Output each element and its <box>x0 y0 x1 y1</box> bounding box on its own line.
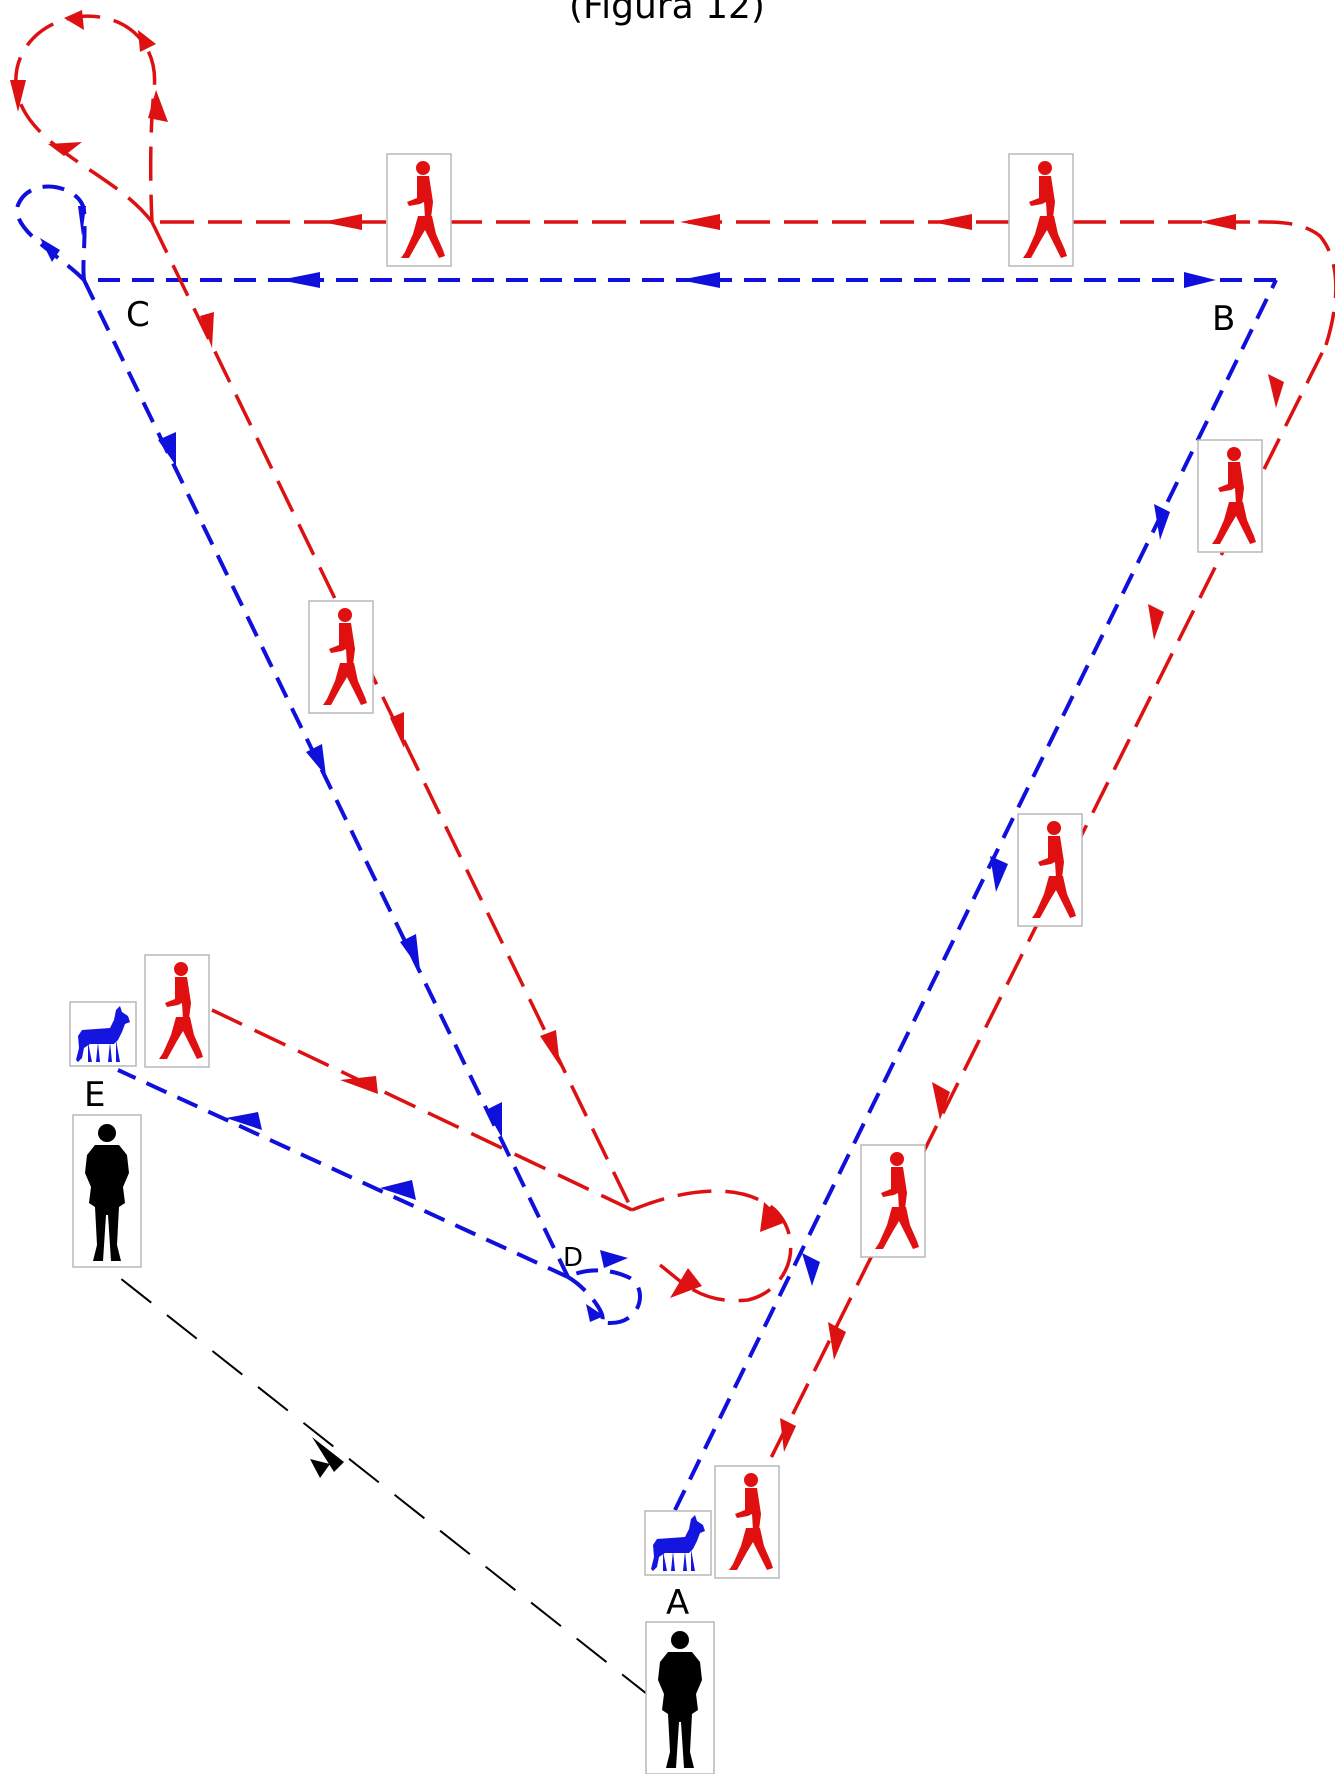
handler-path-arrows <box>10 10 1284 1452</box>
dog-path <box>15 184 1278 1511</box>
walking-person-icon <box>1017 813 1083 927</box>
walking-person-icon <box>1008 153 1074 267</box>
walking-person-icon <box>1197 439 1263 553</box>
point-label-e: E <box>84 1075 105 1115</box>
point-label-c: C <box>126 295 150 335</box>
walking-person-icon <box>144 954 210 1068</box>
judge-path-arrow <box>310 1459 330 1478</box>
dog-path-arrows <box>40 206 1216 1322</box>
point-label-a: A <box>666 1583 689 1623</box>
figure-caption: (Figura 12) <box>569 0 765 27</box>
judge-path-arrow-head <box>312 1437 344 1472</box>
point-label-d: D <box>563 1243 583 1273</box>
handler-path <box>14 14 1335 1501</box>
judge-path <box>105 1266 653 1699</box>
walking-person-icon <box>386 153 452 267</box>
walking-person-icon <box>714 1465 780 1579</box>
dog-icon <box>69 1001 137 1067</box>
walking-person-icon <box>860 1144 926 1258</box>
standing-person-icon <box>645 1621 715 1774</box>
standing-person-icon <box>72 1114 142 1268</box>
dog-icon <box>644 1510 712 1576</box>
point-label-b: B <box>1212 299 1235 339</box>
walking-person-icon <box>308 600 374 714</box>
